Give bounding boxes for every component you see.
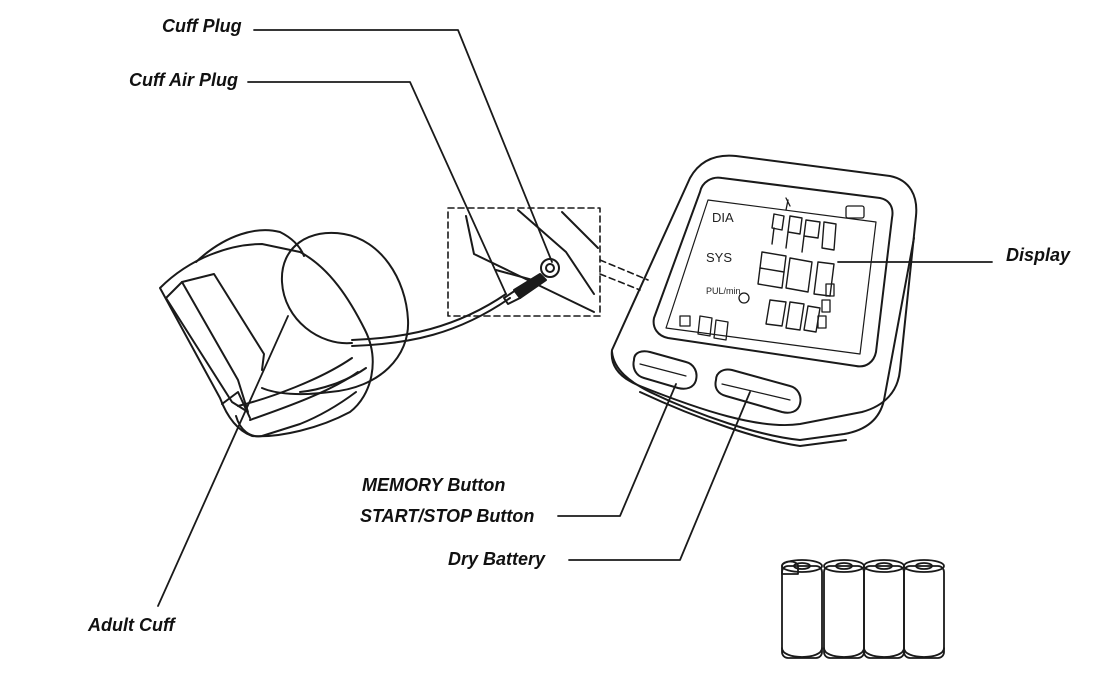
lcd-sys-label: SYS [706,250,732,265]
battery-2 [823,559,865,659]
batteries [781,559,945,659]
battery-1 [781,559,823,659]
leader-dry-battery [568,391,751,561]
connector-detail [447,207,649,317]
label-memory-button: MEMORY Button [362,475,506,495]
label-cuff-plug: Cuff Plug [162,16,242,36]
lcd-dia-label: DIA [712,210,734,225]
lcd-bar-indicator [817,283,835,329]
label-dry-battery: Dry Battery [448,549,546,569]
label-adult-cuff: Adult Cuff [88,615,175,635]
monitor-body [610,154,918,447]
label-display: Display [1006,245,1071,265]
lcd-memory-readout [679,197,865,341]
leader-adult-cuff [157,315,289,607]
lcd-pul-label: PUL/min [706,286,741,296]
adult-cuff-drawing [159,229,374,438]
label-start-stop-button: START/STOP Button [360,506,535,526]
leader-lines [157,29,993,607]
battery-3 [863,559,905,659]
leader-start-stop [557,383,677,517]
label-cuff-air-plug: Cuff Air Plug [129,70,238,90]
memory-button-shape [632,350,698,390]
battery-4 [903,559,945,659]
leader-cuff-air-plug [247,81,507,295]
lcd-middle-digits [757,251,835,297]
lcd-lower-digits [765,299,821,333]
lcd-contents: DIA SYS PUL/min [679,197,865,341]
lcd-top-digits [771,213,837,253]
leader-cuff-plug [253,29,553,263]
air-tube [261,231,511,396]
start-stop-button-shape [714,368,802,414]
